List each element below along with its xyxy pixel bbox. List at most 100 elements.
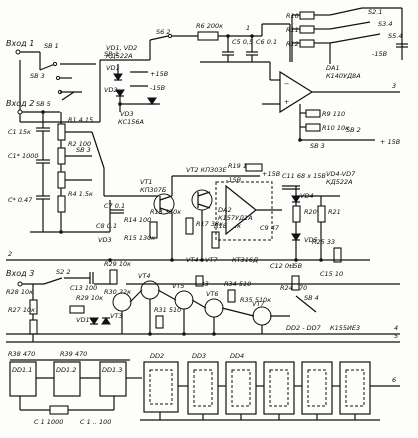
switch-sb1-contact[interactable] xyxy=(39,63,56,71)
c1b-label: C1* 1000 xyxy=(8,152,39,160)
resistor-r31 xyxy=(155,315,164,329)
r1-label-da: R10 10к xyxy=(322,124,349,132)
chip-dd3 xyxy=(187,361,219,415)
c1-label: C1 15к xyxy=(8,128,31,136)
bottom-cap-label: C 1 .. 100 xyxy=(80,418,111,426)
resistor-r28 xyxy=(69,305,85,314)
dd4-label: DD4 xyxy=(230,352,244,360)
r13-label: R13 330к xyxy=(150,208,181,216)
diode-vd4 xyxy=(291,195,301,203)
input-1-terminal[interactable] xyxy=(15,49,21,55)
switch-s2-contact[interactable] xyxy=(329,7,363,16)
resistor-r33 xyxy=(195,275,204,287)
resistor-r15 xyxy=(149,221,158,239)
r6-label: R6 200к xyxy=(196,22,223,30)
rail-plus15-2: +15В xyxy=(262,170,281,178)
op-amp-da2: DA2 К157УД1А C9 47 +15В R19 10к xyxy=(215,162,282,241)
c11-label: C11 68 x 15В xyxy=(282,172,326,180)
da2-triangle xyxy=(225,184,257,236)
input-1-section: Вход 1 SB 1 SB 3 SB 5 SB 1 xyxy=(6,39,150,123)
gain-switch-network: R10 10к R11 10к R12 S2.1 S3.4 S5.4 -15В xyxy=(286,7,408,64)
switch-s62-contact[interactable] xyxy=(149,35,169,41)
switch-s54-label: S5.4 xyxy=(388,32,402,40)
dd3-label: DD3 xyxy=(192,352,206,360)
diode-vd2-input xyxy=(101,317,111,325)
vt7-label: VT7 xyxy=(252,300,265,308)
chip-dd6 xyxy=(301,361,333,415)
c5-label: C5 0,5 xyxy=(232,38,253,46)
diode-vd2 xyxy=(115,89,125,97)
resistor-r11 xyxy=(299,25,315,34)
resistor-r17 xyxy=(185,217,194,235)
resistor-r13-top xyxy=(305,109,321,118)
switch-s3-divider-contact[interactable] xyxy=(91,131,105,169)
front-end-vt1-vt2: VT1 КП307Б VT2 КП303Е R17 33к R15 130к R… xyxy=(96,166,300,261)
rail-v15: + 15В xyxy=(380,138,401,146)
resistor-r27 xyxy=(29,319,38,335)
transistor-vt2 xyxy=(191,189,213,211)
r26-label: R28 10к xyxy=(6,288,33,296)
vt4-label: VT4 xyxy=(138,272,151,280)
chip-dd1-3 xyxy=(99,361,127,397)
vd1-vd2-type: КД522А xyxy=(106,52,133,60)
switch-s62-label: S6 2 xyxy=(156,28,170,36)
top-filter-chain: S6 2 R6 200к C5 0,5 C6 0.1 1 xyxy=(149,22,291,63)
bus-6-label: 6 xyxy=(392,376,396,384)
c13-label: C13 100 xyxy=(70,284,97,292)
dd2dd7-type: К155ИЕ3 xyxy=(330,324,360,332)
da2-board-outline xyxy=(215,181,273,241)
transistor-chain-vt3-vt7: R29 10к R30 22к VT3 VT4 VT5 VT6 VT7 VT4 … xyxy=(104,238,400,334)
r35-label: R35 510к xyxy=(240,296,271,304)
output-3-label: 3 xyxy=(392,82,396,90)
vd1-vd2-label: VD1, VD2 xyxy=(106,44,137,52)
resistor-r6 xyxy=(197,31,219,41)
r4-label: R4 1.5к xyxy=(68,190,93,198)
switch-s41-label: SB 4 xyxy=(304,294,319,302)
resistor-r19 xyxy=(245,163,263,172)
vt1-label: VT1 xyxy=(140,178,153,186)
vd1-label: VD1 xyxy=(106,64,120,72)
da2-type: К157УД1А xyxy=(218,214,253,222)
diode-vd1-input xyxy=(89,317,99,325)
c7-label: C7 0.1 xyxy=(104,202,125,210)
da1-plus: + xyxy=(284,98,289,106)
dd2dd7-label: DD2 - DD7 xyxy=(286,324,322,332)
switch-s2-input-contact[interactable] xyxy=(43,277,63,285)
c6-label: C6 0.1 xyxy=(256,38,277,46)
c15-label: C15 10 xyxy=(320,270,343,278)
dd2-label: DD2 xyxy=(150,352,164,360)
r39-label: R39 470 xyxy=(60,350,87,358)
r27-label: R27 10к xyxy=(8,306,35,314)
vd4vd7-type: КД522А xyxy=(326,178,353,186)
oscillator-dd1: R38 470 R39 470 DD1.1 DD1.2 DD1.3 C 1 10… xyxy=(8,350,142,426)
resistor-r12 xyxy=(299,39,315,48)
chip-dd1-2 xyxy=(53,361,81,397)
r38-label: R38 470 xyxy=(8,350,35,358)
input-3-terminal[interactable] xyxy=(17,281,23,287)
dd2-pins xyxy=(149,369,173,405)
r15-label: R15 130к xyxy=(124,234,155,242)
chip-dd5 xyxy=(263,361,295,415)
r2-label: R2 100 xyxy=(68,140,91,148)
diode-vd5 xyxy=(291,233,301,241)
dd1-2-label: DD1.2 xyxy=(56,366,76,374)
input-2-terminal[interactable] xyxy=(17,109,23,115)
resistor-r1 xyxy=(57,123,66,141)
switch-s4-contact[interactable] xyxy=(295,295,317,313)
vd3-type: КС156А xyxy=(118,118,144,126)
r9-label-da: R9 110 xyxy=(322,110,345,118)
da1-label: DA1 xyxy=(326,64,340,72)
r30-label: R30 22к xyxy=(104,288,131,296)
c8-label: C8 0.1 xyxy=(96,222,117,230)
switch-sb5-contact[interactable] xyxy=(61,91,75,101)
crystal-zq1 xyxy=(49,405,69,415)
switch-s53-label: SB 3 xyxy=(310,142,325,150)
dd6-pins xyxy=(307,369,327,407)
dd3-pins xyxy=(193,369,213,407)
switch-s5-contact[interactable] xyxy=(329,33,381,44)
switch-sb5-label: SB 5 xyxy=(36,100,51,108)
switch-s34-label: S3.4 xyxy=(378,20,392,28)
r31-label: R31 510 xyxy=(154,306,181,314)
switch-s3-contact[interactable] xyxy=(329,21,371,30)
